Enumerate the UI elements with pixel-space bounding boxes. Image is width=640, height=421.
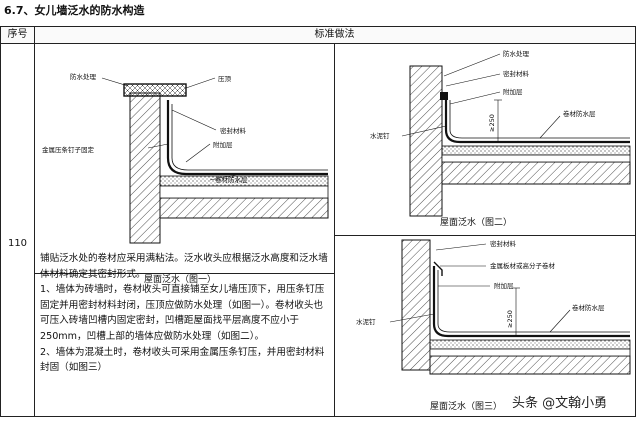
table-header: 序号 标准做法 — [1, 27, 635, 44]
desc-paragraph: 1、墙体为砖墙时，卷材收头可直接铺至女儿墙压顶下，用压条钉压固定并用密封材料封闭… — [40, 284, 325, 342]
fig2-label-dim: ≥250 — [488, 114, 496, 132]
fig3-label-metal-strip: 金属板材或高分子卷材 — [490, 261, 556, 270]
figure-1-diagram: 压顶 防水处理 密封材料 金属压条钉子固定 附加层 卷材防水层 屋面泛水（图一） — [42, 72, 329, 285]
construction-description: 铺贴泛水处的卷材应采用满粘法。泛水收头应根据泛水高度和泛水墙体材料确定其密封形式… — [40, 251, 330, 376]
fig1-label-extra-layer: 附加层 — [213, 140, 233, 149]
watermark: 头条 @文翰小勇 — [512, 396, 608, 411]
fig3-label-nail: 水泥钉 — [356, 317, 376, 326]
header-standard: 标准做法 — [314, 29, 355, 40]
fig2-label-sealant: 密封材料 — [503, 69, 530, 78]
fig3-label-dim: ≥250 — [506, 310, 514, 328]
figure-2-diagram: ≥250 防水处理 密封材料 附加层 水泥钉 卷材防水层 屋面泛水（图二） — [370, 49, 631, 228]
fig1-label-waterproof: 防水处理 — [70, 72, 97, 81]
desc-paragraph: 铺贴泛水处的卷材应采用满粘法。泛水收头应根据泛水高度和泛水墙体材料确定其密封形式… — [40, 253, 328, 280]
header-seq: 序号 — [1, 27, 35, 43]
fig1-label-coping: 压顶 — [218, 75, 232, 83]
fig1-caption: 屋面泛水（图一） — [144, 273, 216, 285]
fig2-label-extra-layer: 附加层 — [503, 87, 523, 96]
fig3-caption: 屋面泛水（图三） — [430, 400, 502, 412]
fig2-label-membrane: 卷材防水层 — [563, 109, 596, 118]
fig2-caption: 屋面泛水（图二） — [440, 216, 512, 228]
fig1-label-sealant: 密封材料 — [220, 126, 247, 135]
fig3-label-sealant: 密封材料 — [490, 239, 517, 248]
section-title: 6.7、女儿墙泛水的防水构造 — [4, 4, 145, 17]
fig1-label-metal-strip: 金属压条钉子固定 — [42, 145, 95, 154]
figure-3-diagram: ≥250 密封材料 金属板材或高分子卷材 附加层 水泥钉 卷材防水层 屋面泛水（… — [356, 239, 631, 412]
desc-paragraph: 2、墙体为混凝土时，卷材收头可采用金属压条钉压，并用密封材料封固（如图三） — [40, 346, 325, 374]
fig2-label-waterproof: 防水处理 — [503, 49, 530, 58]
row-divider-left — [34, 273, 334, 274]
fig1-label-membrane: 卷材防水层 — [215, 175, 248, 184]
column-divider — [334, 43, 335, 416]
row-seq-number: 110 — [7, 238, 28, 249]
seq-column: 110 — [1, 43, 35, 416]
fig3-label-extra-layer: 附加层 — [494, 281, 514, 290]
fig2-label-nail: 水泥钉 — [370, 131, 390, 140]
construction-table: 序号 标准做法 110 — [0, 26, 636, 417]
row-divider-right — [334, 235, 635, 236]
fig3-label-membrane: 卷材防水层 — [572, 303, 605, 312]
